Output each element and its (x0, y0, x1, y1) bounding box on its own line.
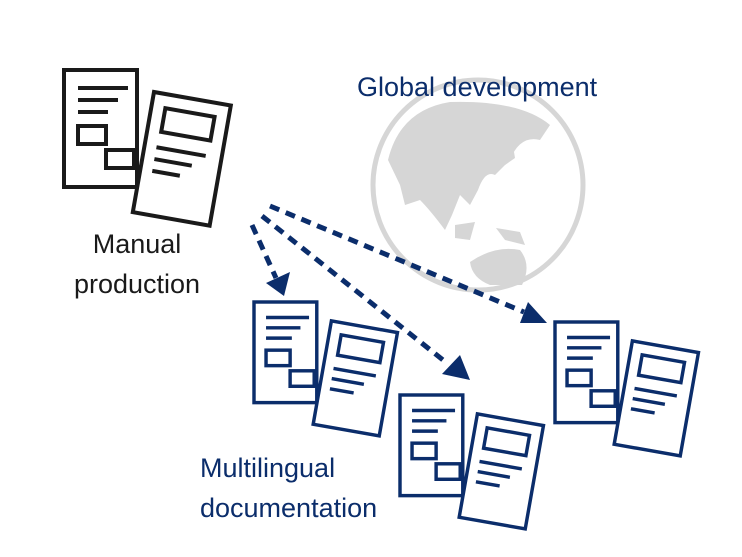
arrow-line (249, 223, 279, 280)
translated-documents-icon (252, 300, 400, 438)
translated-documents-icon (553, 320, 701, 458)
distribution-arrows (249, 203, 525, 366)
manual-production-label: production (74, 269, 200, 299)
arrowhead-icon (266, 272, 290, 296)
translated-documents-icon (398, 393, 546, 531)
manual-production-label: Manual (93, 229, 182, 259)
multilingual-documentation-label: documentation (200, 493, 377, 523)
global-development-label: Global development (357, 72, 598, 102)
arrowhead-icon (442, 355, 470, 380)
multilingual-documentation-label: Multilingual (200, 453, 335, 483)
globe-icon (370, 77, 586, 293)
arrowhead-icon (520, 302, 547, 323)
arrow-line (269, 203, 525, 315)
arrow-line (260, 214, 450, 366)
source-documents-icon (62, 68, 233, 228)
